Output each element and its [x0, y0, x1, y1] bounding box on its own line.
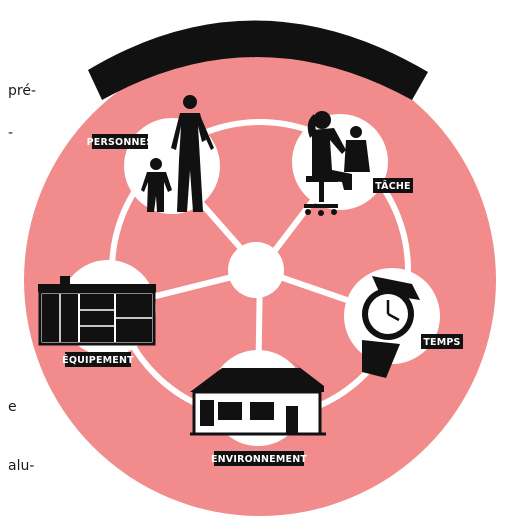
kitchen-cabinet-icon [38, 276, 156, 346]
wristwatch-icon [362, 276, 420, 378]
side-text-fragment: - [8, 125, 14, 141]
node-label-equipement: ÉQUIPEMENT [62, 354, 134, 366]
caregiver-with-child-icon [304, 111, 370, 216]
house-icon [190, 360, 326, 436]
side-text-fragment: alu- [8, 458, 35, 474]
node-label-tache: TÂCHE [375, 180, 411, 192]
side-text-fragment: pré- [8, 83, 36, 99]
node-temps: TEMPS [344, 268, 463, 378]
side-text-fragment: e [8, 399, 17, 415]
node-label-environnement: ENVIRONNEMENT [211, 454, 307, 465]
node-equipement: ÉQUIPEMENT [38, 260, 156, 367]
node-label-personnes: PERSONNES [87, 137, 154, 148]
node-tache: TÂCHE [292, 111, 413, 216]
center-hub [228, 242, 284, 298]
node-personnes: PERSONNES [87, 95, 220, 214]
node-label-temps: TEMPS [423, 337, 460, 348]
node-environnement: ENVIRONNEMENT [190, 350, 326, 466]
people-icon [141, 95, 214, 212]
